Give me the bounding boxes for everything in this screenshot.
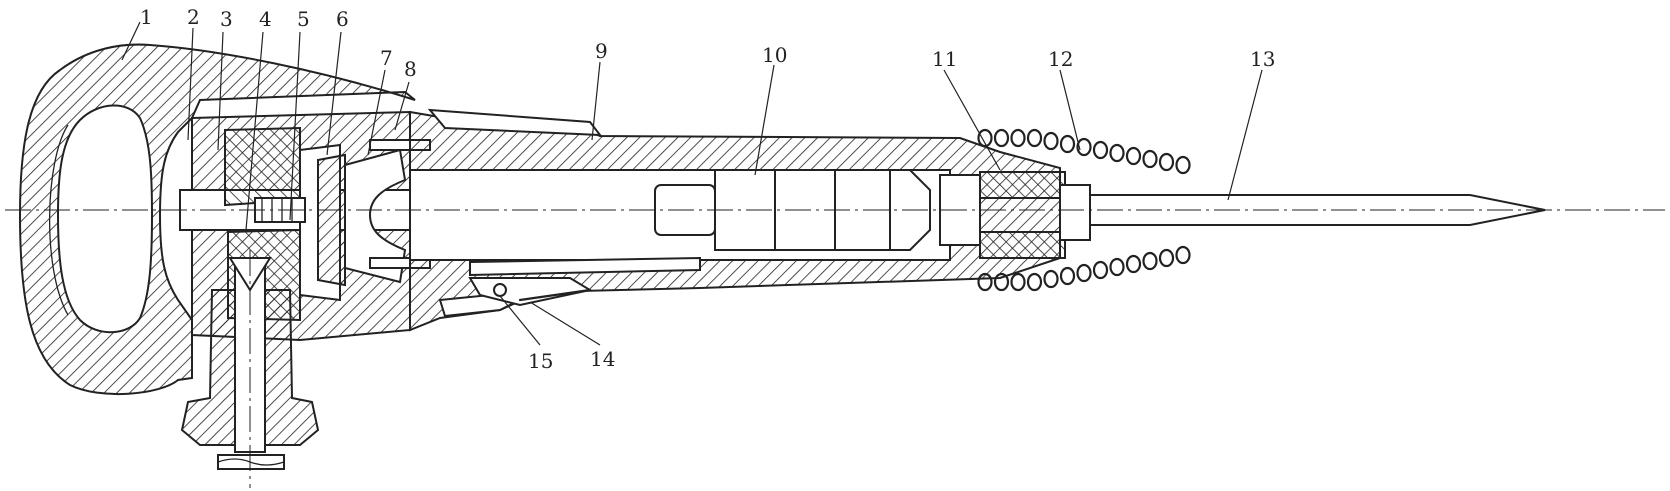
callout-2: 2 <box>187 5 200 29</box>
spring-coil-bottom <box>993 272 1010 292</box>
spring-coil-top <box>1142 149 1158 169</box>
callout-6: 6 <box>336 7 349 31</box>
spring-coil-bottom <box>1092 260 1109 280</box>
callout-13: 13 <box>1250 47 1275 71</box>
spring-coil-bottom <box>1109 257 1125 277</box>
spring-coil-top <box>1043 131 1059 151</box>
spring-coil-top <box>1109 143 1125 163</box>
callout-5: 5 <box>297 7 310 31</box>
spring-coil-bottom <box>1175 245 1191 265</box>
spring-coil-bottom <box>1125 254 1142 274</box>
spring-coil-bottom <box>1010 272 1026 292</box>
leader-lines <box>121 21 1263 346</box>
callout-9: 9 <box>595 39 608 63</box>
spring-coil-top <box>1010 128 1026 148</box>
spring-coil-bottom <box>1076 263 1092 283</box>
callout-12: 12 <box>1048 47 1073 71</box>
spring-coil-top <box>1076 137 1092 157</box>
buffer-spring <box>977 128 1191 292</box>
callout-7: 7 <box>380 46 393 70</box>
spring-coil-top <box>1175 155 1191 175</box>
spring-coil-top <box>977 128 993 148</box>
spring-coil-top <box>1125 146 1142 166</box>
spring-coil-bottom <box>977 272 993 292</box>
callout-14: 14 <box>590 347 615 371</box>
spring-coil-top <box>1059 134 1076 154</box>
callout-3: 3 <box>220 7 233 31</box>
spring-coil-top <box>993 128 1010 148</box>
callout-1: 1 <box>140 5 153 29</box>
spring-coil-bottom <box>1158 248 1175 268</box>
callout-4: 4 <box>259 7 272 31</box>
spring-coil-top <box>1026 128 1043 148</box>
spring-coil-bottom <box>1142 251 1158 271</box>
handle-part <box>18 43 416 395</box>
callout-15: 15 <box>528 349 553 373</box>
callout-10: 10 <box>762 43 787 67</box>
callout-8: 8 <box>404 57 417 81</box>
spring-coil-bottom <box>1059 266 1076 286</box>
spring-coil-top <box>1158 152 1175 172</box>
spring-coil-bottom <box>1043 269 1059 289</box>
spring-coil-top <box>1092 140 1109 160</box>
callout-11: 11 <box>932 47 957 71</box>
spring-coil-bottom <box>1026 272 1043 292</box>
callout-labels: 1 2 3 4 5 6 7 8 9 10 11 12 13 14 15 <box>140 5 1275 373</box>
